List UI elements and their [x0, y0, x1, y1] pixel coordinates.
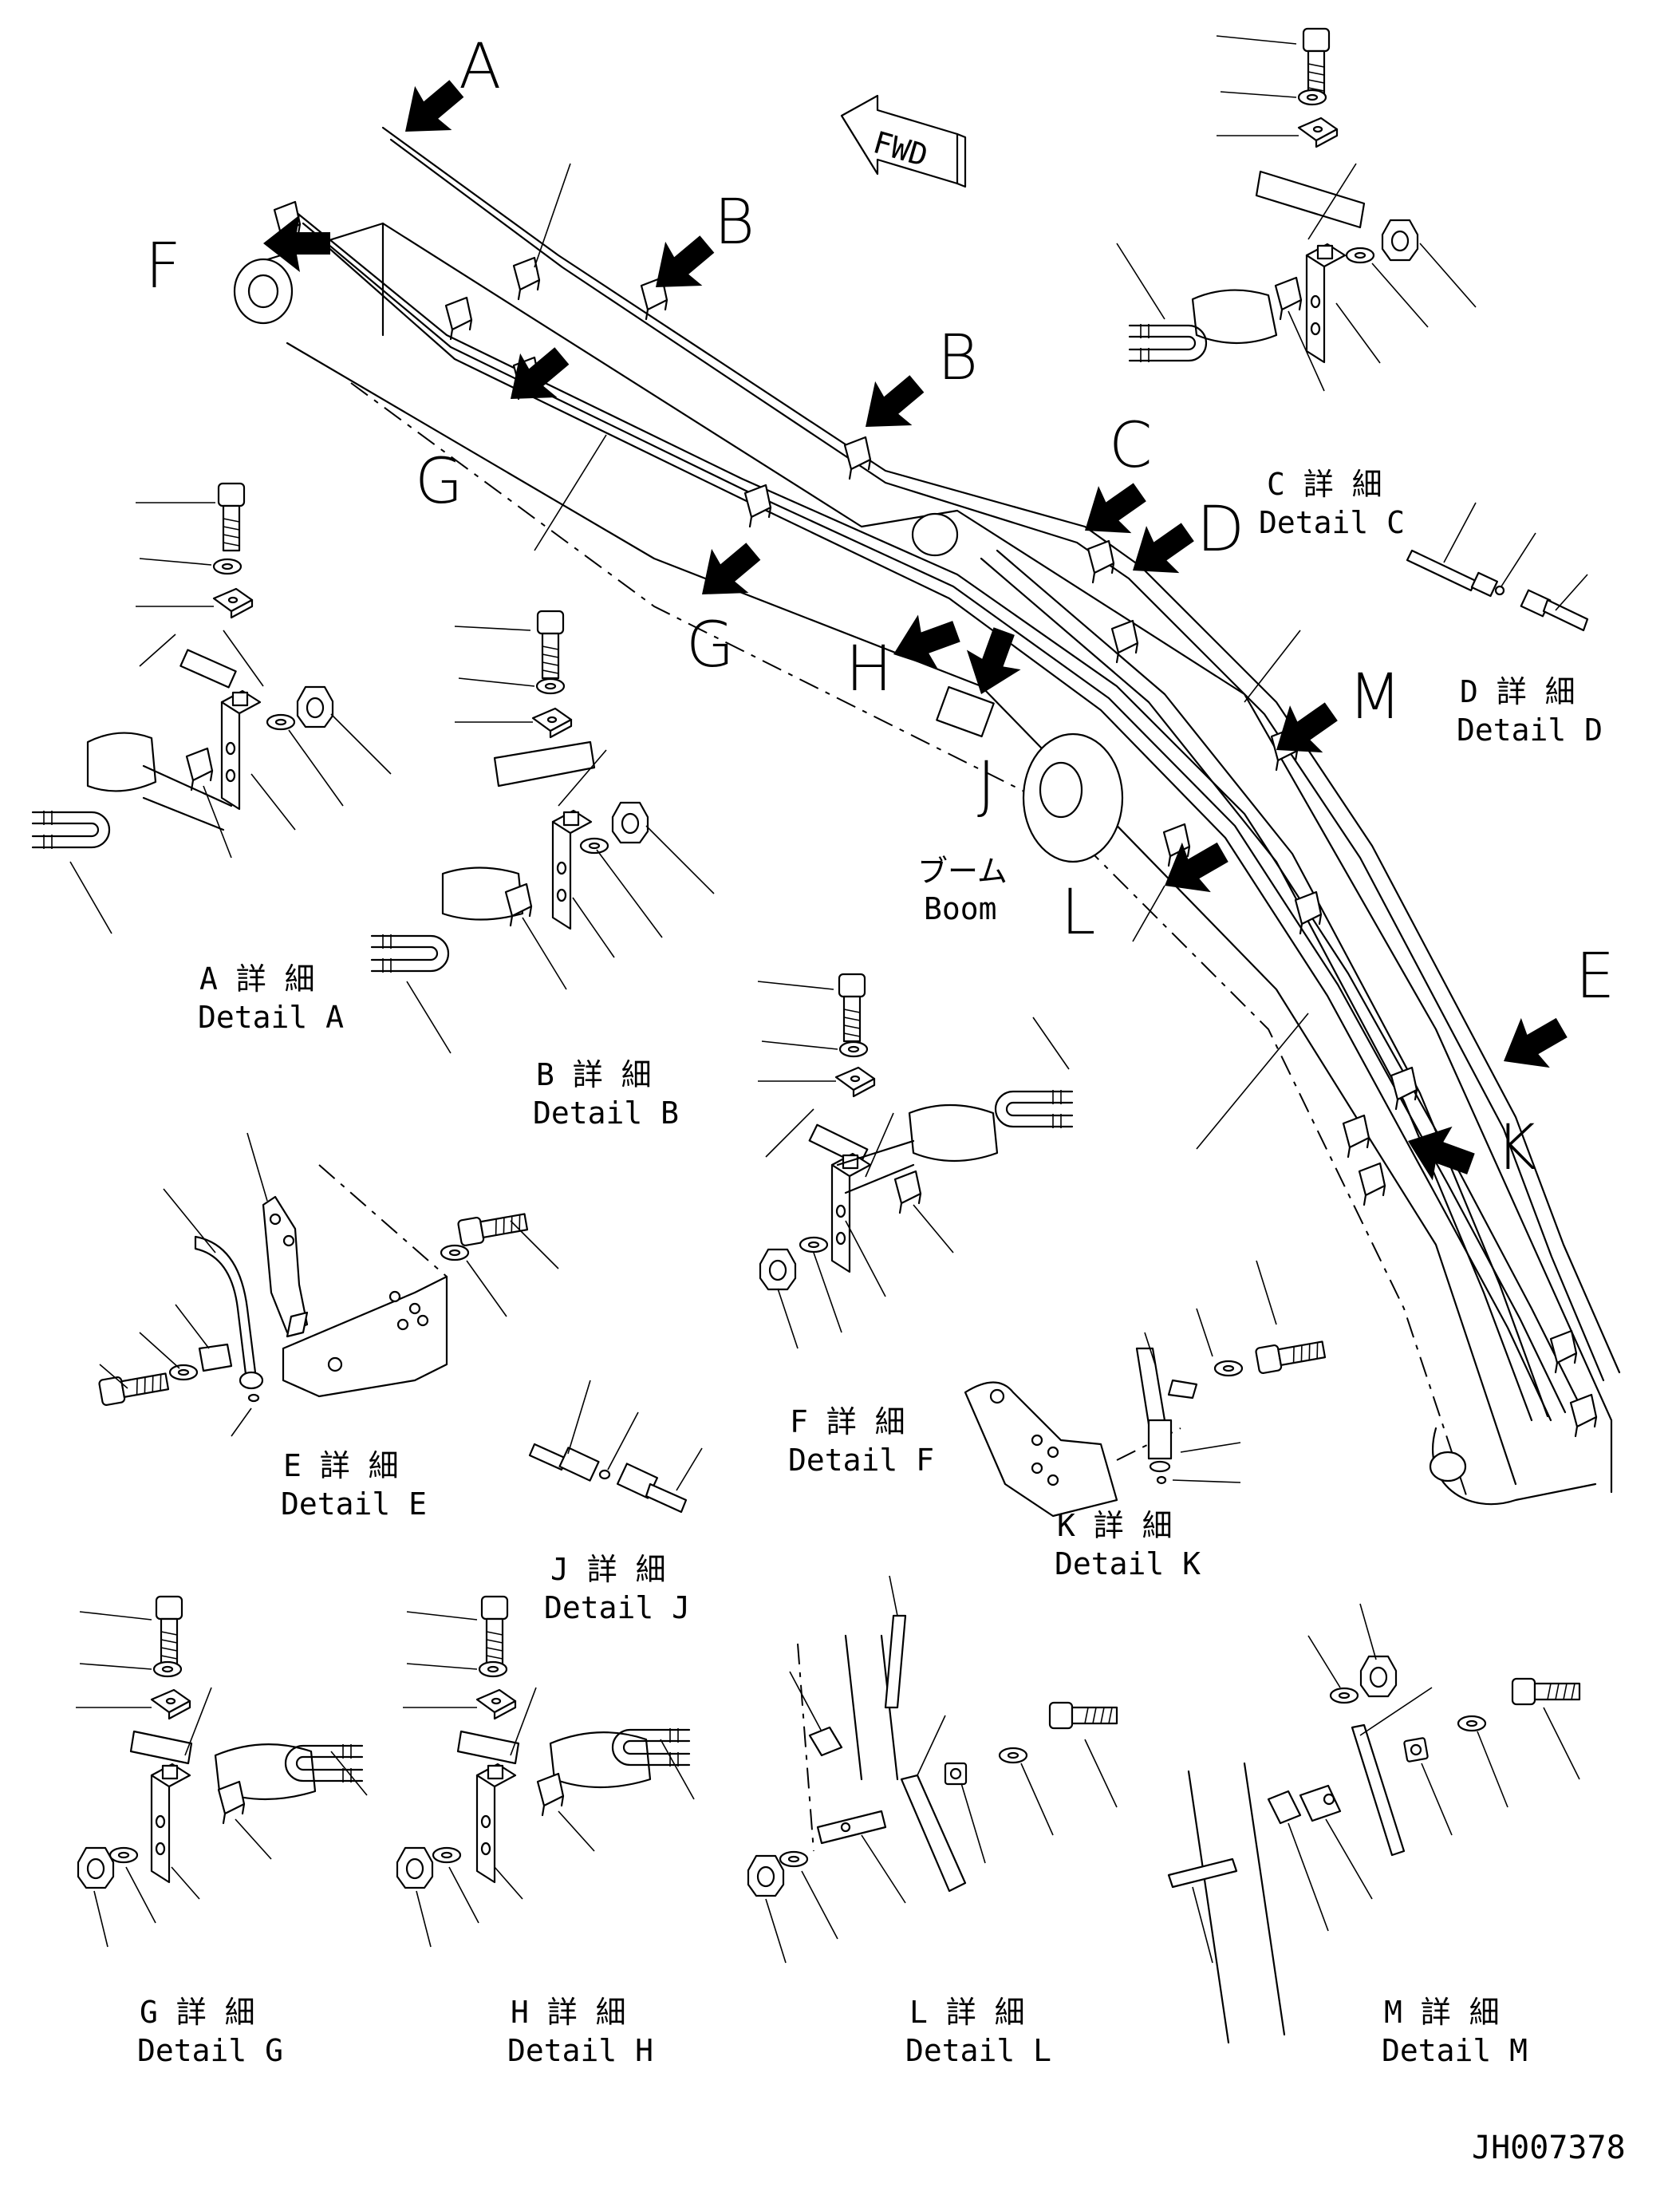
callout-e: E [1575, 941, 1615, 1013]
detail-h: H 詳 細 Detail H [396, 1595, 695, 2068]
detail-g: G 詳 細 Detail G [76, 1595, 368, 2068]
detail-k: K 詳 細 Detail K [964, 1260, 1327, 1581]
detail-a-en: Detail A [198, 1000, 344, 1035]
detail-h-jp: H 詳 細 [511, 1995, 626, 2030]
detail-g-jp: G 詳 細 [140, 1995, 255, 2030]
detail-b-en: Detail B [533, 1096, 679, 1131]
callout-h: H [846, 634, 893, 705]
callout-a: A [459, 31, 501, 103]
detail-e-jp: E 詳 細 [283, 1448, 399, 1483]
callout-d: D [1197, 494, 1244, 566]
detail-k-jp: K 詳 細 [1057, 1508, 1173, 1543]
callout-j: J [977, 749, 996, 821]
detail-c-en: Detail C [1259, 505, 1405, 540]
detail-a: A 詳 細 Detail A [31, 482, 392, 1035]
callout-l: L [1061, 877, 1095, 949]
boom-label: ブーム Boom [917, 854, 1008, 926]
detail-l: L 詳 細 Detail L [747, 1575, 1118, 2068]
boom-label-en: Boom [924, 891, 997, 926]
detail-k-en: Detail K [1055, 1546, 1201, 1581]
detail-c-jp: C 詳 細 [1267, 467, 1382, 502]
detail-m-en: Detail M [1382, 2033, 1528, 2068]
boom-assembly [233, 126, 1621, 1506]
detail-f-jp: F 詳 細 [790, 1404, 905, 1439]
detail-j-jp: J 詳 細 [550, 1552, 666, 1587]
detail-m: M 詳 細 Detail M [1167, 1603, 1581, 2068]
callout-b2: B [937, 322, 978, 394]
detail-j: J 詳 細 Detail J [528, 1380, 703, 1625]
detail-f-en: Detail F [788, 1443, 934, 1478]
detail-b: B 詳 細 Detail B [370, 610, 715, 1131]
detail-h-en: Detail H [507, 2033, 653, 2068]
callout-f: F [145, 231, 181, 302]
detail-l-jp: L 詳 細 [909, 1995, 1025, 2030]
detail-d-en: Detail D [1457, 713, 1603, 748]
callout-m: M [1348, 661, 1402, 733]
detail-d: D 詳 細 Detail D [1406, 502, 1603, 748]
detail-m-jp: M 詳 細 [1384, 1995, 1500, 2030]
detail-l-en: Detail L [905, 2033, 1051, 2068]
fwd-arrow: FWD [840, 94, 967, 188]
detail-f: F 詳 細 Detail F [757, 973, 1074, 1478]
detail-b-jp: B 詳 細 [536, 1057, 652, 1092]
detail-g-en: Detail G [137, 2033, 283, 2068]
drawing-id: JH007378 [1472, 2130, 1626, 2166]
callout-letters: A B B C D E F G G H J K L M [145, 31, 1615, 1184]
detail-d-jp: D 詳 細 [1460, 674, 1575, 709]
boom-label-jp: ブーム [917, 854, 1008, 889]
detail-e: E 詳 細 Detail E [97, 1132, 559, 1522]
callout-g1: G [415, 446, 463, 518]
detail-a-jp: A 詳 細 [199, 961, 315, 997]
callout-b1: B [714, 187, 755, 259]
callout-arrows [263, 66, 1576, 1191]
callout-c: C [1109, 410, 1152, 482]
callout-g2: G [686, 610, 734, 681]
callout-k: K [1496, 1112, 1536, 1184]
detail-c: C 詳 細 Detail C [1116, 27, 1477, 540]
detail-j-en: Detail J [544, 1590, 690, 1625]
detail-e-en: Detail E [281, 1486, 427, 1522]
